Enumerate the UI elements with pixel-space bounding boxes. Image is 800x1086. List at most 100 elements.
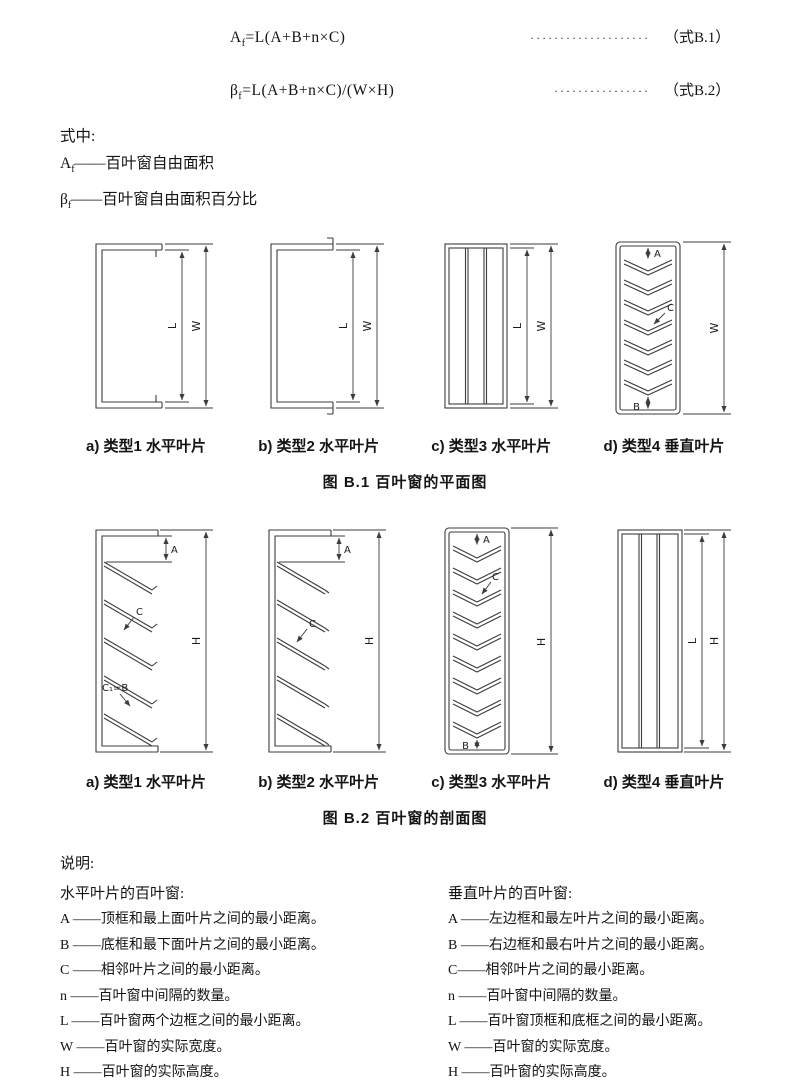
formula-b1-row: Af=L(A+B+n×C) ···················· （式B.1… xyxy=(60,26,750,49)
def-bf-subscript: f xyxy=(67,200,72,212)
figure-b1-type1-label: a) 类型1 水平叶片 xyxy=(85,438,206,456)
formula-b2-lhs: β xyxy=(230,82,239,100)
diagram-b1-type1-plan: L W xyxy=(95,243,213,409)
figure-b1-type3-label: c) 类型3 水平叶片 xyxy=(431,438,552,456)
figure-b2-type4: L H d) 类型4 垂直叶片 xyxy=(578,516,750,792)
diagram-b2-type1-section: A C C₁=B H xyxy=(95,529,213,753)
formula-b1-rhs: =L(A+B+n×C) xyxy=(245,29,346,46)
formula-b2-subscript: f xyxy=(238,91,243,103)
dim-label-h: H xyxy=(708,637,721,645)
dim-label-b: B xyxy=(462,741,469,752)
dim-label-c: C xyxy=(492,572,499,583)
diagram-b2-type4-section: L H xyxy=(617,529,731,753)
figure-b1-diagram-row: L W a) 类型1 水平叶片 L W b) 类型2 水平叶片 xyxy=(60,230,750,456)
figure-b2-type1-label: a) 类型1 水平叶片 xyxy=(85,774,206,792)
diagram-b2-type2-section: A C H xyxy=(268,529,386,753)
dim-label-a: A xyxy=(483,535,490,546)
louver-frame-box xyxy=(444,243,508,409)
note-line: W ——百叶窗的实际宽度。 xyxy=(448,1039,619,1055)
def-bf-symbol: β xyxy=(60,191,68,209)
note-line: A ——左边框和最左叶片之间的最小距离。 xyxy=(448,912,713,928)
dim-label-c: C xyxy=(667,303,674,314)
definition-bf: βf——百叶窗自由面积百分比 xyxy=(60,188,750,218)
note-line: B ——右边框和最右叶片之间的最小距离。 xyxy=(448,937,713,953)
horizontal-blade-chevrons xyxy=(453,545,502,739)
formula-b2-reference: （式B.2） xyxy=(664,83,731,100)
dim-label-c: C xyxy=(309,619,316,630)
definition-af: Af——百叶窗自由面积 xyxy=(60,152,750,182)
dim-label-c: C xyxy=(136,607,143,618)
formula-b2-rhs: =L(A+B+n×C)/(W×H) xyxy=(242,82,395,100)
where-label: 式中: xyxy=(60,128,96,146)
notes-heading-vertical: 垂直叶片的百叶窗: xyxy=(448,886,573,903)
notes-column-vertical: 垂直叶片的百叶窗: A ——左边框和最左叶片之间的最小距离。 B ——右边框和最… xyxy=(448,881,750,1086)
dim-label-a: A xyxy=(654,249,661,260)
dimension-lines xyxy=(165,243,213,409)
figure-b2-caption: 图 B.2 百叶窗的剖面图 xyxy=(322,810,488,828)
formula-b1-lhs: A xyxy=(230,29,242,46)
formula-b2-expression: βf=L(A+B+n×C)/(W×H) xyxy=(230,82,394,102)
dotted-leader: ················ xyxy=(554,84,650,99)
figure-b2-type2: A C H b) 类型2 水平叶片 xyxy=(233,516,405,792)
figure-b2-diagram-row: A C C₁=B H a) 类型1 水平叶片 xyxy=(60,516,750,792)
diagram-b1-type4-plan: A C B W xyxy=(615,241,731,415)
formula-b1-expression: Af=L(A+B+n×C) xyxy=(230,29,345,49)
dim-label-h: H xyxy=(363,637,376,645)
diagram-b1-type3-plan: L W xyxy=(444,243,559,409)
figure-b1-type3: L W c) 类型3 水平叶片 xyxy=(405,230,577,456)
formula-b1-subscript: f xyxy=(241,38,246,50)
diagram-b1-type2-plan: L W xyxy=(270,237,384,415)
figure-b1-caption: 图 B.1 百叶窗的平面图 xyxy=(322,474,488,492)
louver-frame-channel xyxy=(270,237,334,415)
dim-label-c1b: C₁=B xyxy=(102,683,128,694)
figure-b1-type4: A C B W d) 类型4 垂直叶片 xyxy=(578,230,750,456)
figure-b1-type4-label: d) 类型4 垂直叶片 xyxy=(603,438,725,456)
dim-label-w: W xyxy=(190,321,203,332)
dim-label-h: H xyxy=(190,637,203,645)
note-line: n ——百叶窗中间隔的数量。 xyxy=(60,988,239,1004)
note-line: n ——百叶窗中间隔的数量。 xyxy=(448,988,627,1004)
dim-label-a: A xyxy=(171,545,178,556)
dimension-lines xyxy=(335,243,384,409)
document-page: Af=L(A+B+n×C) ···················· （式B.1… xyxy=(60,26,750,1081)
note-line: C——相邻叶片之间的最小距离。 xyxy=(448,963,654,979)
def-af-symbol: A xyxy=(60,155,72,173)
notes-section: 说明: 水平叶片的百叶窗: A ——顶框和最上面叶片之间的最小距离。 B ——底… xyxy=(60,852,750,1086)
louver-frame-box xyxy=(444,527,510,755)
dim-label-l: L xyxy=(511,322,524,329)
formula-b2-row: βf=L(A+B+n×C)/(W×H) ················ （式B… xyxy=(60,79,750,102)
figure-b2-type1: A C C₁=B H a) 类型1 水平叶片 xyxy=(60,516,232,792)
dim-label-l: L xyxy=(337,322,350,329)
def-bf-text: ——百叶窗自由面积百分比 xyxy=(71,191,258,209)
vertical-blade-chevrons xyxy=(623,259,673,396)
louver-frame-box xyxy=(615,241,681,415)
slanted-blades xyxy=(276,561,329,747)
dotted-leader: ···················· xyxy=(530,31,650,45)
notes-heading-horizontal: 水平叶片的百叶窗: xyxy=(60,886,185,903)
dim-label-b: B xyxy=(633,402,640,413)
dim-label-w: W xyxy=(361,321,374,332)
dim-label-l: L xyxy=(686,637,699,644)
diagram-b2-type3-section: A C B H xyxy=(444,527,559,755)
note-line: L ——百叶窗顶框和底框之间的最小距离。 xyxy=(448,1014,712,1030)
dim-label-l: L xyxy=(166,322,179,329)
notes-title: 说明: xyxy=(60,856,95,873)
figure-b1-type2-label: b) 类型2 水平叶片 xyxy=(258,438,380,456)
figure-b1-type2: L W b) 类型2 水平叶片 xyxy=(233,230,405,456)
def-af-subscript: f xyxy=(71,164,75,176)
dimension-lines xyxy=(510,243,559,409)
dimension-lines xyxy=(106,529,213,753)
def-af-text: ——百叶窗自由面积 xyxy=(74,155,215,173)
formula-b1-reference: （式B.1） xyxy=(664,30,731,46)
figure-b2-type2-label: b) 类型2 水平叶片 xyxy=(258,774,380,792)
dimension-lines xyxy=(645,241,731,415)
note-line: B ——底框和最下面叶片之间的最小距离。 xyxy=(60,937,325,953)
slanted-blades xyxy=(103,561,158,747)
dimension-lines xyxy=(278,529,386,753)
note-line: C ——相邻叶片之间的最小距离。 xyxy=(60,963,269,979)
notes-columns: 水平叶片的百叶窗: A ——顶框和最上面叶片之间的最小距离。 B ——底框和最下… xyxy=(60,881,750,1086)
dimension-lines xyxy=(683,529,731,753)
dim-label-h: H xyxy=(535,638,548,646)
dim-label-w: W xyxy=(535,321,548,332)
louver-frame-channel xyxy=(95,529,159,753)
